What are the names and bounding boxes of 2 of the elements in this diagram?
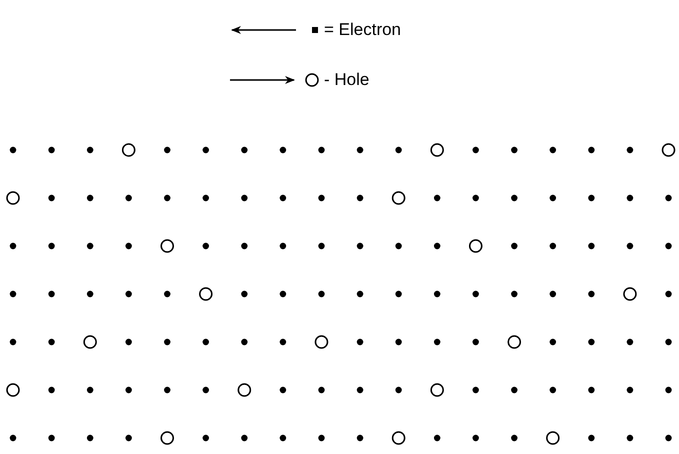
legend-text: = Electron: [324, 20, 402, 40]
legend-text: - Hole: [324, 70, 370, 90]
